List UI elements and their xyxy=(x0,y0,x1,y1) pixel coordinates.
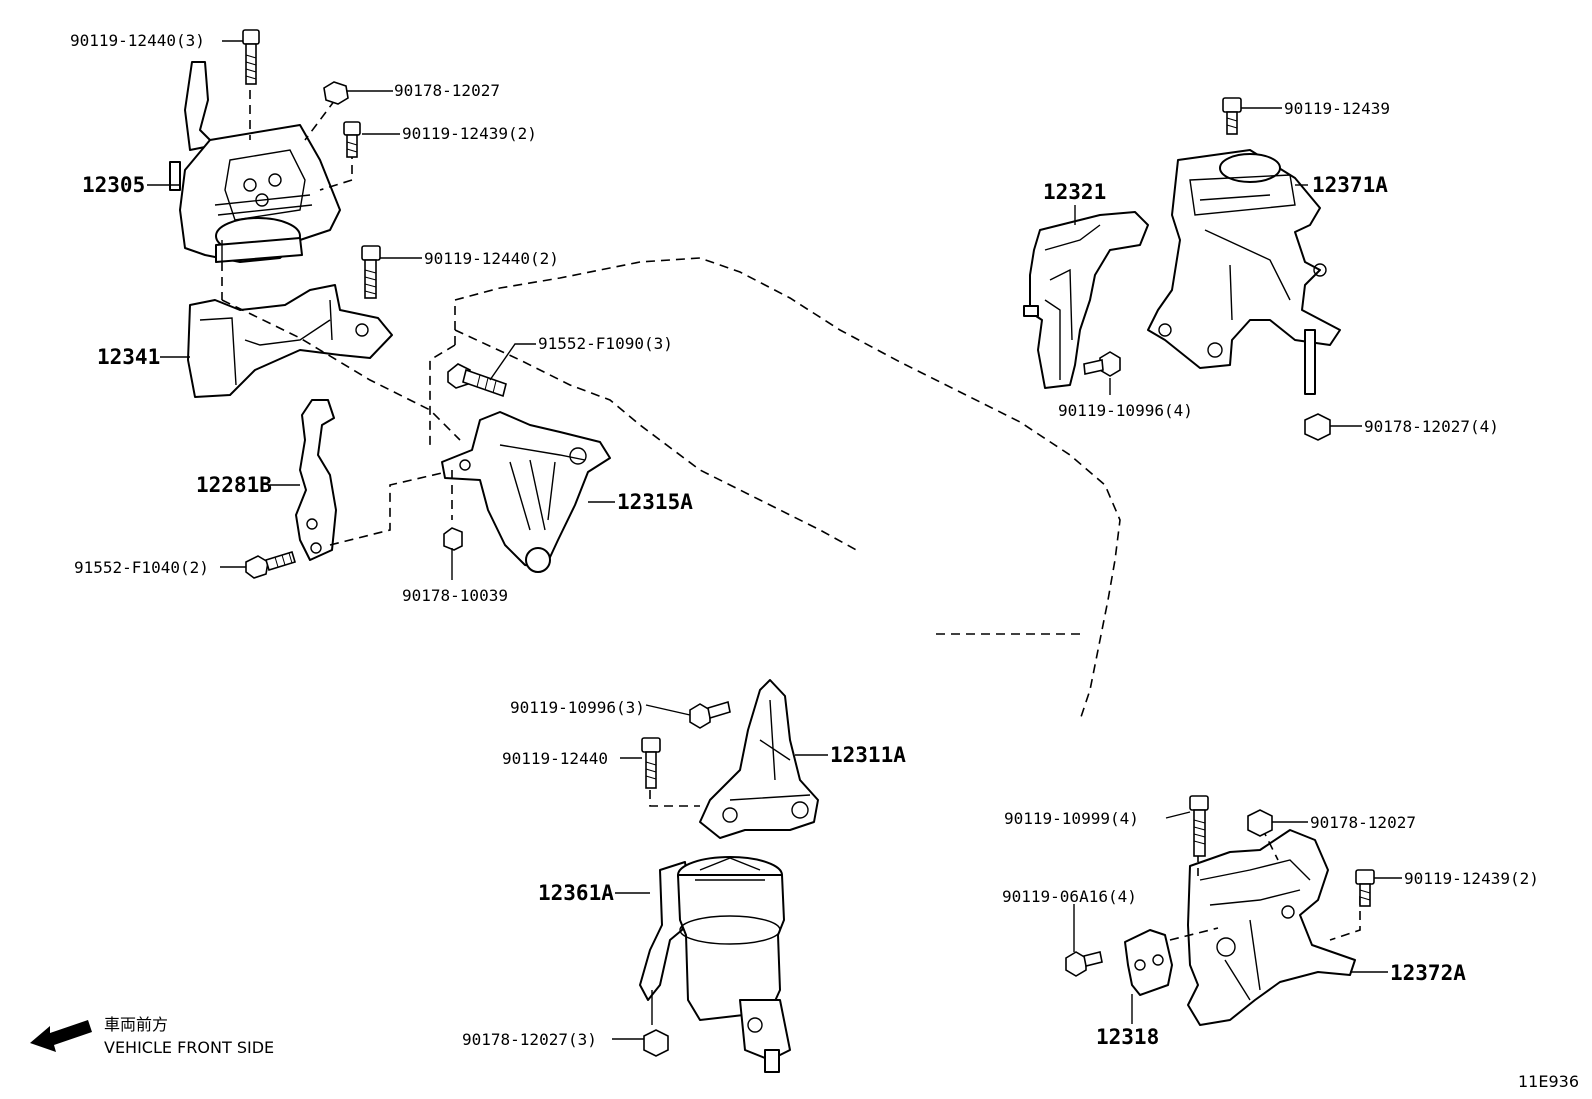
bolt-90119-10996-4[interactable] xyxy=(1083,351,1121,377)
label-90178-12027-4: 90178-12027(4) xyxy=(1364,417,1499,436)
label-90119-12440-3: 90119-12440(3) xyxy=(70,31,205,50)
bolt-90119-10996-3[interactable] xyxy=(689,700,731,729)
bolt-90119-06a16-4[interactable] xyxy=(1065,951,1103,977)
label-90178-10039: 90178-10039 xyxy=(402,586,508,605)
label-90119-12439-2b: 90119-12439(2) xyxy=(1404,869,1539,888)
label-12372a: 12372A xyxy=(1390,961,1466,985)
label-12305: 12305 xyxy=(82,173,145,197)
part-12311a-bracket[interactable] xyxy=(699,679,819,839)
bolt-90119-12440-2[interactable] xyxy=(361,245,381,299)
part-12305-mount[interactable] xyxy=(169,61,341,263)
label-90119-12440: 90119-12440 xyxy=(502,749,608,768)
nut-90178-12027-3[interactable] xyxy=(643,1029,669,1057)
part-12372a-mount[interactable] xyxy=(1187,829,1356,1026)
label-12281b: 12281B xyxy=(196,473,272,497)
part-12318-plate[interactable] xyxy=(1124,929,1173,996)
bolt-90119-12439-2b[interactable] xyxy=(1355,869,1375,907)
label-90119-12439: 90119-12439 xyxy=(1284,99,1390,118)
front-label-jp: 車両前方 xyxy=(104,1015,168,1034)
label-90119-12439-2a: 90119-12439(2) xyxy=(402,124,537,143)
label-91552-f1090-3: 91552-F1090(3) xyxy=(538,334,673,353)
label-90178-12027-b: 90178-12027 xyxy=(1310,813,1416,832)
bolt-90119-12440[interactable] xyxy=(641,737,661,789)
nut-90178-10039[interactable] xyxy=(443,527,463,551)
part-12371a-mount[interactable] xyxy=(1147,149,1341,395)
engine-outline xyxy=(429,257,1121,721)
label-12321: 12321 xyxy=(1043,180,1106,204)
part-12281b-bracket[interactable] xyxy=(295,399,337,561)
nut-90178-12027[interactable] xyxy=(323,81,349,105)
part-12361a-mount[interactable] xyxy=(639,856,791,1073)
label-12315a: 12315A xyxy=(617,490,693,514)
bolt-90119-12440-3[interactable] xyxy=(242,29,260,85)
bolt-90119-10999-4[interactable] xyxy=(1189,795,1209,857)
diagram-code: 11E936 xyxy=(1518,1072,1579,1091)
label-90178-12027-a: 90178-12027 xyxy=(394,81,500,100)
dash-link xyxy=(329,469,456,546)
label-90119-10999-4: 90119-10999(4) xyxy=(1004,809,1139,828)
label-90119-10996-3: 90119-10996(3) xyxy=(510,698,645,717)
label-12311a: 12311A xyxy=(830,743,906,767)
dash-link xyxy=(1169,927,1219,941)
label-12341: 12341 xyxy=(97,345,160,369)
label-90119-10996-4: 90119-10996(4) xyxy=(1058,401,1193,420)
part-12321-bracket[interactable] xyxy=(1023,211,1149,389)
label-91552-f1040-2: 91552-F1040(2) xyxy=(74,558,209,577)
label-90178-12027-3: 90178-12027(3) xyxy=(462,1030,597,1049)
nut-90178-12027-4[interactable] xyxy=(1304,413,1331,441)
dash-link xyxy=(649,760,700,807)
part-12341-bracket[interactable] xyxy=(187,284,461,441)
part-12315a-bracket[interactable] xyxy=(441,411,611,573)
dash-link xyxy=(304,99,353,191)
bolt-91552-f1090-3[interactable] xyxy=(447,363,507,398)
bolt-90119-12439[interactable] xyxy=(1222,97,1242,135)
bolt-91552-f1040-2[interactable] xyxy=(245,550,296,579)
label-12318: 12318 xyxy=(1096,1025,1159,1049)
label-90119-06a16-4: 90119-06A16(4) xyxy=(1002,887,1137,906)
label-12371a: 12371A xyxy=(1312,173,1388,197)
vehicle-front-arrow-icon xyxy=(30,1020,92,1052)
front-label-en: VEHICLE FRONT SIDE xyxy=(104,1038,274,1057)
leader-lines xyxy=(147,40,1402,1040)
nut-90178-12027-b[interactable] xyxy=(1247,809,1273,837)
label-12361a: 12361A xyxy=(538,881,614,905)
bolt-90119-12439-2[interactable] xyxy=(343,121,361,158)
label-90119-12440-2: 90119-12440(2) xyxy=(424,249,559,268)
